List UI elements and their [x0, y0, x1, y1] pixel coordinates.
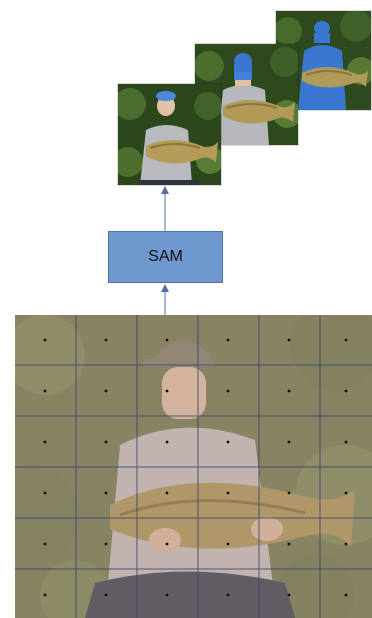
input-image-with-point-grid [15, 315, 372, 618]
point-prompt-grid [43, 338, 348, 597]
arrow-sam-to-masks [161, 186, 169, 231]
sam-model-box: SAM [108, 231, 223, 283]
output-mask-thumbnail-1 [118, 84, 221, 185]
output-mask-thumbnail-3 [276, 11, 371, 110]
sam-model-label: SAM [148, 248, 183, 265]
